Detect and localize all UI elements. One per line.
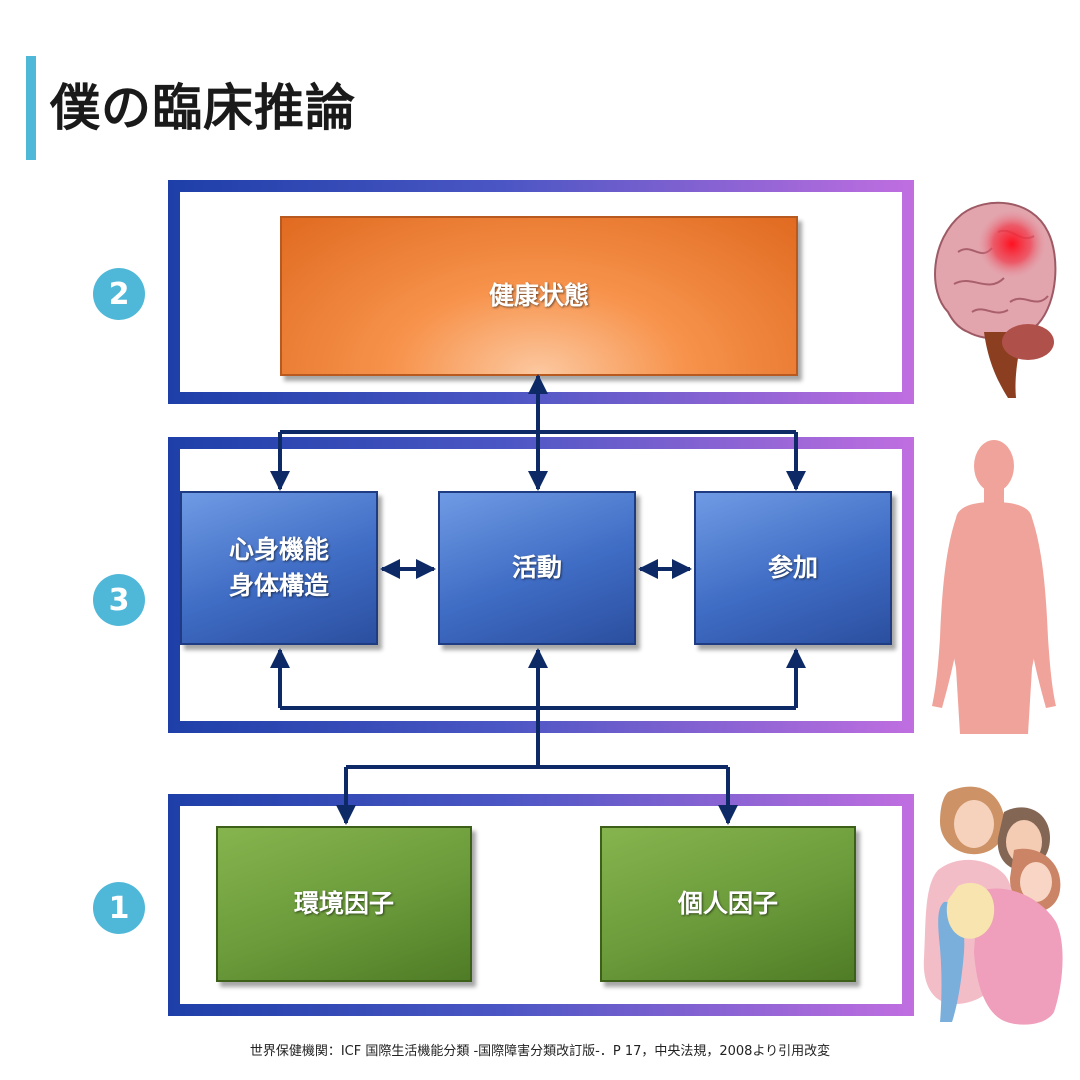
- health-condition-label: 健康状態: [488, 280, 589, 310]
- body-function-box: 心身機能 身体構造: [180, 491, 378, 645]
- page-title: 僕の臨床推論: [50, 79, 356, 137]
- section-number-2: 2: [93, 268, 145, 320]
- activity-label: 活動: [511, 552, 562, 582]
- section-number-1: 1: [93, 882, 145, 934]
- brain-icon: [934, 201, 1057, 398]
- participation-box: 参加: [694, 491, 892, 645]
- title-accent-bar: [26, 56, 36, 160]
- body-structure-label: 身体構造: [228, 571, 329, 600]
- environmental-factors-label: 環境因子: [293, 888, 394, 918]
- body-function-label: 心身機能: [228, 534, 329, 564]
- citation-text: 世界保健機関：ICF 国際生活機能分類 -国際障害分類改訂版-．P 17，中央法…: [249, 1044, 831, 1059]
- personal-factors-box: 個人因子: [600, 826, 856, 982]
- environmental-factors-box: 環境因子: [216, 826, 472, 982]
- family-icon: [923, 786, 1063, 1025]
- activity-box: 活動: [438, 491, 636, 645]
- participation-label: 参加: [767, 552, 818, 582]
- personal-factors-label: 個人因子: [677, 888, 778, 918]
- section-number-3: 3: [93, 574, 145, 626]
- human-body-icon: [932, 440, 1056, 734]
